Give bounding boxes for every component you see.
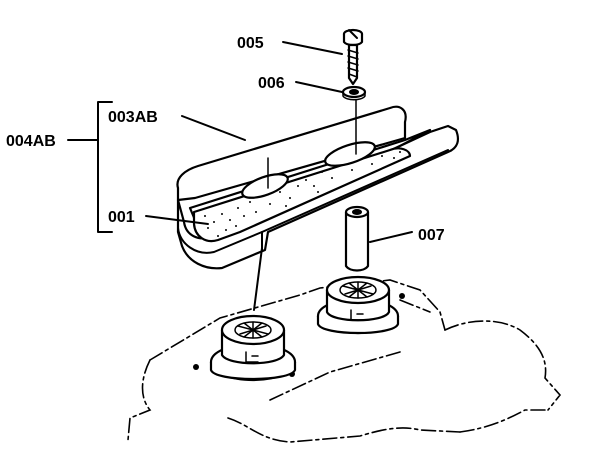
label-006: 006 <box>258 75 285 92</box>
leader-001 <box>145 215 209 225</box>
leader-006 <box>295 81 343 93</box>
label-003ab: 003AB <box>108 109 158 126</box>
label-001: 001 <box>108 209 135 226</box>
leader-005 <box>282 41 343 55</box>
label-007: 007 <box>418 227 445 244</box>
leader-lines <box>67 41 413 311</box>
label-005: 005 <box>237 35 264 52</box>
pin-007 <box>344 205 370 272</box>
leader-003ab <box>181 115 246 141</box>
base-housing <box>127 279 562 443</box>
right-cushion-mount <box>316 275 400 335</box>
washer-006 <box>341 85 367 101</box>
left-cushion-mount <box>209 314 297 382</box>
leader-007 <box>369 231 413 243</box>
leader-left-mount <box>253 247 263 311</box>
label-004ab: 004AB <box>6 133 56 150</box>
bracket-003ab <box>176 99 459 270</box>
group-bracket-004ab <box>97 101 113 233</box>
part-labels: 005 006 003AB 004AB 001 007 <box>6 35 445 244</box>
screw-005 <box>342 28 364 86</box>
